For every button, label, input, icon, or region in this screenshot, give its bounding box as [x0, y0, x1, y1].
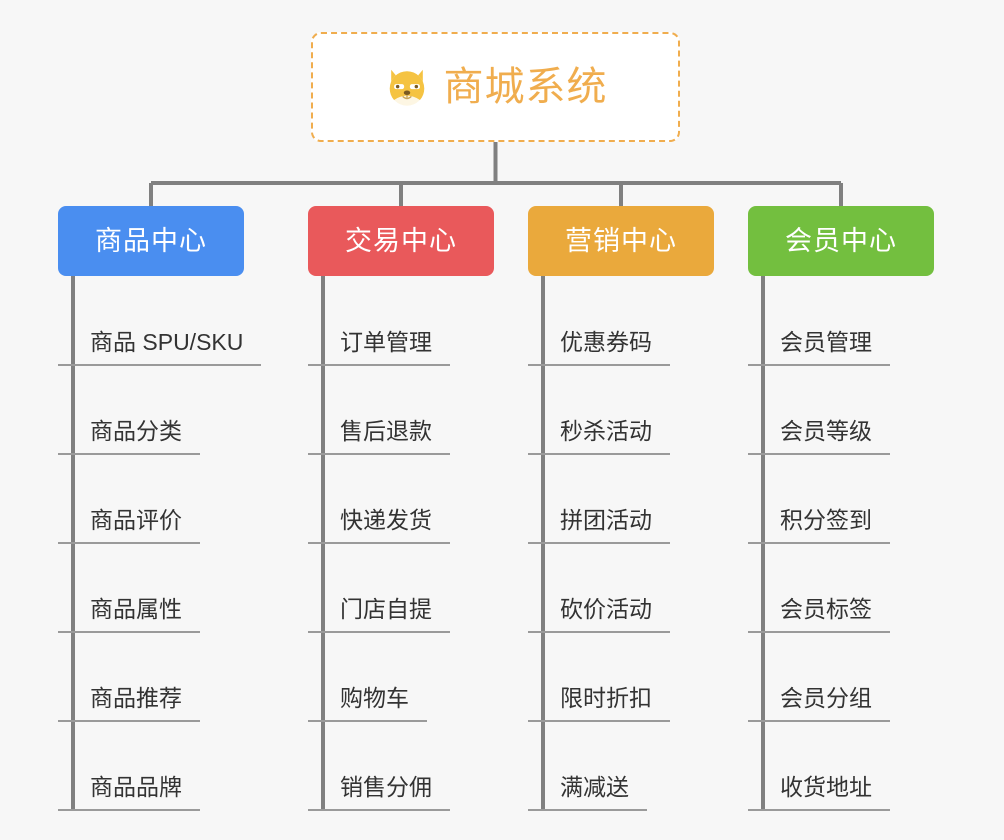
leaf-item[interactable]: 门店自提	[308, 544, 494, 633]
leaf-item[interactable]: 满减送	[528, 722, 714, 811]
leaf-item[interactable]: 砍价活动	[528, 544, 714, 633]
leaf-item[interactable]: 拼团活动	[528, 455, 714, 544]
branch-header-marketing-center[interactable]: 营销中心	[528, 206, 714, 276]
leaf-item[interactable]: 商品推荐	[58, 633, 261, 722]
leaf-list-marketing-center: 优惠券码秒杀活动拼团活动砍价活动限时折扣满减送	[528, 277, 714, 811]
leaf-item-label: 商品品牌	[58, 776, 200, 811]
leaf-item[interactable]: 优惠券码	[528, 277, 714, 366]
leaf-item-label: 积分签到	[748, 509, 890, 544]
leaf-item-label: 商品 SPU/SKU	[58, 331, 262, 366]
leaf-item-label: 订单管理	[308, 331, 450, 366]
leaf-item-label: 商品评价	[58, 509, 200, 544]
leaf-list-trade-center: 订单管理售后退款快递发货门店自提购物车销售分佣	[308, 277, 494, 811]
branch-header-product-center[interactable]: 商品中心	[58, 206, 244, 276]
leaf-item[interactable]: 商品属性	[58, 544, 261, 633]
leaf-item[interactable]: 购物车	[308, 633, 494, 722]
leaf-item[interactable]: 会员分组	[748, 633, 934, 722]
leaf-item[interactable]: 会员标签	[748, 544, 934, 633]
leaf-item-label: 商品属性	[58, 598, 200, 633]
leaf-item-label: 购物车	[308, 687, 427, 722]
branch-header-member-center[interactable]: 会员中心	[748, 206, 934, 276]
leaf-item[interactable]: 快递发货	[308, 455, 494, 544]
leaf-item-label: 会员等级	[748, 420, 890, 455]
leaf-item-label: 秒杀活动	[528, 420, 670, 455]
leaf-item-label: 收货地址	[748, 776, 890, 811]
leaf-list-member-center: 会员管理会员等级积分签到会员标签会员分组收货地址	[748, 277, 934, 811]
leaf-item-label: 销售分佣	[308, 776, 450, 811]
leaf-list-product-center: 商品 SPU/SKU 商品分类商品评价商品属性商品推荐商品品牌	[58, 277, 262, 811]
leaf-item-label: 商品分类	[58, 420, 200, 455]
leaf-item-label: 快递发货	[308, 509, 450, 544]
leaf-item[interactable]: 商品评价	[58, 455, 261, 544]
root-title: 商城系统	[443, 65, 608, 109]
leaf-item-label: 满减送	[528, 776, 647, 811]
leaf-item[interactable]: 秒杀活动	[528, 366, 714, 455]
leaf-item-label: 优惠券码	[528, 331, 670, 366]
leaf-item-label: 砍价活动	[528, 598, 670, 633]
leaf-item-label: 拼团活动	[528, 509, 670, 544]
branch-marketing-center: 营销中心优惠券码秒杀活动拼团活动砍价活动限时折扣满减送	[528, 206, 714, 811]
leaf-item[interactable]: 售后退款	[308, 366, 494, 455]
leaf-item[interactable]: 限时折扣	[528, 633, 714, 722]
leaf-item[interactable]: 会员管理	[748, 277, 934, 366]
leaf-item[interactable]: 订单管理	[308, 277, 494, 366]
leaf-item[interactable]: 商品分类	[58, 366, 261, 455]
leaf-item-label: 限时折扣	[528, 687, 670, 722]
root-node[interactable]: 商城系统	[311, 32, 680, 142]
branch-product-center: 商品中心商品 SPU/SKU 商品分类商品评价商品属性商品推荐商品品牌	[58, 206, 262, 811]
leaf-item[interactable]: 销售分佣	[308, 722, 494, 811]
leaf-item-label: 会员分组	[748, 687, 890, 722]
leaf-item-label: 商品推荐	[58, 687, 200, 722]
branch-trade-center: 交易中心订单管理售后退款快递发货门店自提购物车销售分佣	[308, 206, 494, 811]
leaf-item-label: 会员管理	[748, 331, 890, 366]
leaf-item[interactable]: 商品品牌	[58, 722, 261, 811]
shiba-dog-face-icon	[389, 69, 424, 106]
leaf-item[interactable]: 收货地址	[748, 722, 934, 811]
leaf-item[interactable]: 积分签到	[748, 455, 934, 544]
leaf-item-label: 门店自提	[308, 598, 450, 633]
leaf-item-label: 会员标签	[748, 598, 890, 633]
branch-member-center: 会员中心会员管理会员等级积分签到会员标签会员分组收货地址	[748, 206, 934, 811]
leaf-item[interactable]: 商品 SPU/SKU	[58, 277, 262, 366]
leaf-item-label: 售后退款	[308, 420, 450, 455]
leaf-item[interactable]: 会员等级	[748, 366, 934, 455]
branch-header-trade-center[interactable]: 交易中心	[308, 206, 494, 276]
